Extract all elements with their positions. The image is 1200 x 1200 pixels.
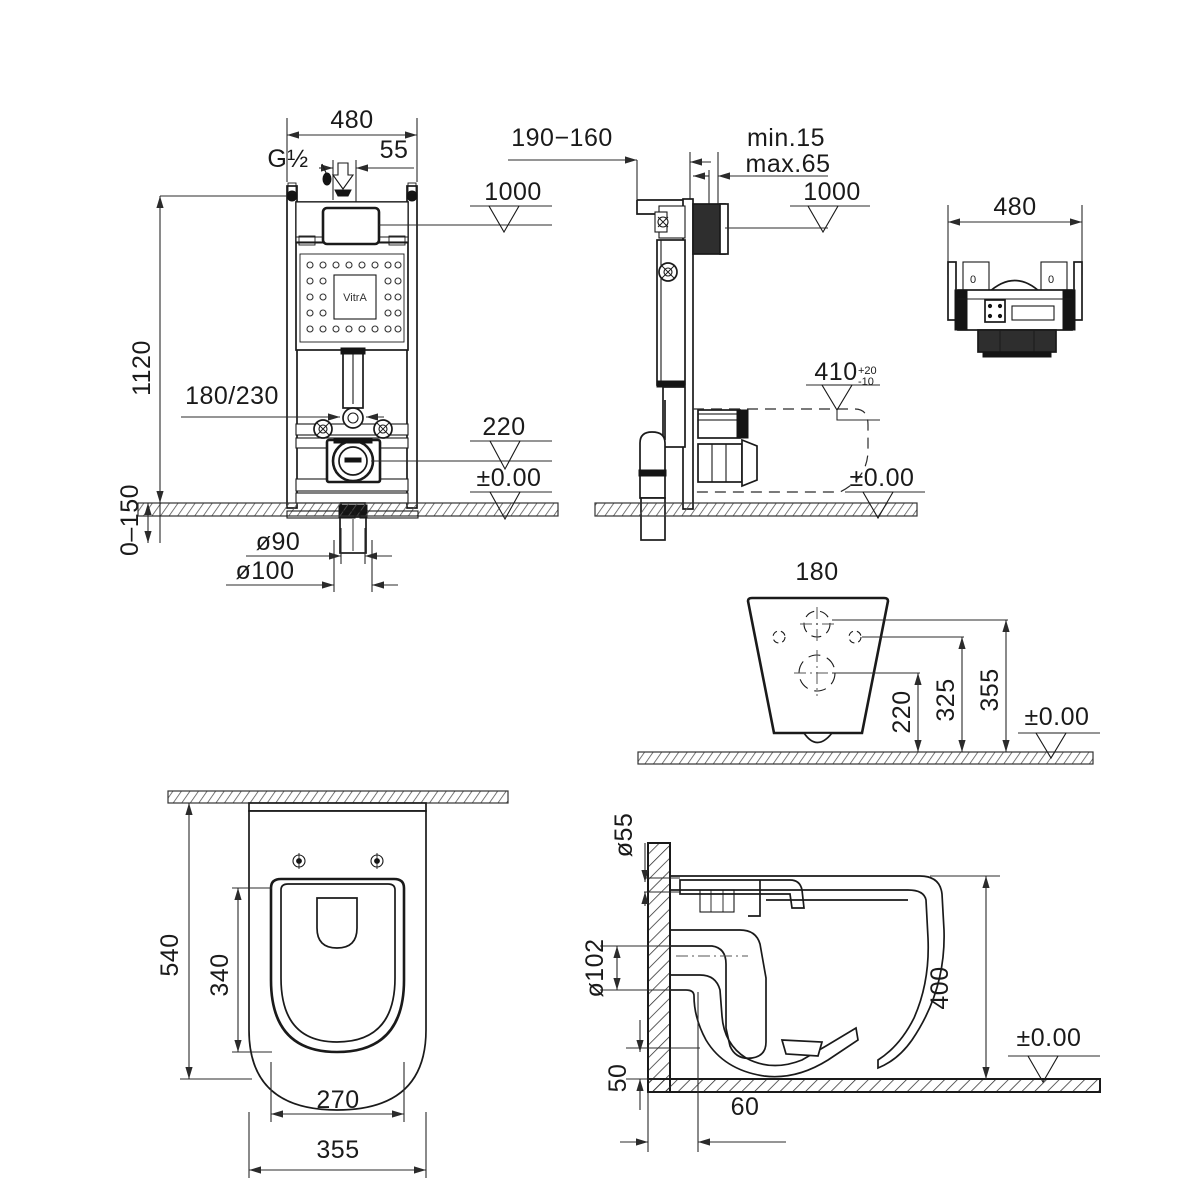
floor-slab-view4: [637, 751, 1094, 765]
dim-wc-fixing-355: [832, 619, 1010, 752]
flush-pipe: [340, 347, 366, 409]
cistern-brand-label: VitrA: [343, 292, 367, 304]
level-symbol-1000-view2: [790, 205, 870, 234]
label-level-zero-view6: ±0.00: [1017, 1024, 1082, 1052]
level-symbol-zero-view1: [470, 491, 552, 521]
label-top-width: 480: [993, 193, 1036, 221]
label-wc-fixing-355: 355: [976, 668, 1004, 711]
label-outlet-bottom-50: 50: [604, 1064, 632, 1093]
label-level-1000-view2: 1000: [803, 178, 861, 206]
label-level-zero-view2: ±0.00: [850, 464, 915, 492]
label-bowl-height-400: 400: [926, 966, 954, 1009]
label-plate-offset: 55: [380, 136, 409, 164]
dim-wc-inlet-325: [862, 636, 966, 752]
label-wc-width-355: 355: [316, 1136, 359, 1164]
dim-outlet-100: [226, 540, 398, 592]
label-level-410-tol-plus: +20: [858, 365, 877, 377]
level-symbol-220: [371, 440, 552, 471]
label-frame-width: 480: [330, 106, 373, 134]
dim-floor-adjust-0-150: [140, 503, 170, 543]
label-depth-range: 190−160: [511, 124, 613, 152]
label-frame-height: 1120: [128, 340, 156, 396]
dim-outlet-90: [246, 528, 392, 564]
label-level-zero-view1: ±0.00: [477, 464, 542, 492]
dim-fixing-offset-60: [620, 992, 786, 1152]
wc-outline-dashed: [693, 408, 869, 493]
view-top-frame: 0 0: [947, 205, 1083, 358]
water-inlet-symbol: [321, 162, 355, 197]
view-wc-plan: [167, 790, 509, 1178]
label-level-1000-view1: 1000: [484, 178, 542, 206]
label-level-zero-view4: ±0.00: [1025, 703, 1090, 731]
label-outlet-90: ø90: [256, 528, 301, 556]
label-wc-length-540: 540: [156, 933, 184, 976]
cistern-perforations: [306, 261, 402, 333]
side-frame-profile: [636, 198, 828, 541]
dim-bowl-height-400: [930, 875, 1000, 1079]
floor-slab-view2: [594, 502, 918, 517]
label-wc-outlet-220: 220: [888, 690, 916, 733]
label-seat-length-340: 340: [206, 953, 234, 996]
label-level-410: 410: [814, 358, 857, 386]
dim-seat-width-270: [270, 1062, 405, 1122]
cistern-body: VitrA: [295, 201, 409, 351]
section-wall: [647, 842, 1101, 1093]
level-symbol-zero-view6: [1008, 1055, 1100, 1084]
wc-fixing-bolts: [313, 419, 393, 439]
level-symbol-zero-view4: [1018, 732, 1100, 760]
view-side-frame: [508, 152, 925, 541]
section-bowl: [669, 875, 945, 1078]
dim-wc-outlet-220: [832, 672, 922, 752]
level-symbol-410: [806, 384, 880, 421]
label-fixing-offset-60: 60: [731, 1093, 760, 1121]
label-wc-inlet-325: 325: [932, 678, 960, 721]
label-level-410-tol-minus: -10: [858, 376, 874, 388]
label-inlet-55: ø55: [610, 813, 638, 858]
dim-wc-width-355: [248, 1112, 427, 1178]
plan-fixing-holes: [292, 853, 384, 869]
floor-slab-view1: [137, 502, 559, 519]
outlet-connector: [325, 407, 382, 484]
view-wc-front: [637, 596, 1100, 765]
level-symbol-zero-view2: [845, 491, 925, 520]
label-wc-fixing-180: 180: [795, 558, 838, 586]
level-symbol-1000-view1: [379, 205, 552, 234]
label-wall-max: max.65: [746, 150, 831, 178]
dim-outlet-bottom-50: [626, 1020, 700, 1110]
dim-frame-width-480: [286, 118, 418, 182]
wc-bowl-front: [746, 596, 890, 744]
dim-outlet-102: [600, 945, 690, 991]
dim-seat-length-340: [232, 887, 272, 1053]
label-level-220: 220: [482, 413, 525, 441]
label-wall-min: min.15: [747, 124, 825, 152]
view-front-frame: VitrA: [137, 118, 559, 592]
svg-text:0: 0: [1048, 274, 1054, 286]
wc-plan-outline: [248, 802, 427, 1111]
wall-slab-plan: [167, 790, 509, 804]
label-seat-width-270: 270: [316, 1086, 359, 1114]
label-outlet-102: ø102: [581, 939, 609, 998]
dim-inlet-55: [641, 843, 680, 906]
dim-wc-length-540: [180, 803, 252, 1080]
dim-frame-height-1120: [156, 195, 287, 503]
label-floor-adjust: 0–150: [116, 484, 144, 556]
top-frame-geometry: 0 0: [947, 261, 1083, 358]
svg-text:0: 0: [970, 274, 976, 286]
label-water-inlet: G½: [267, 145, 308, 173]
label-outlet-100: ø100: [236, 557, 295, 585]
view-wc-section: [600, 842, 1101, 1152]
label-fixing-centres-frame: 180/230: [185, 382, 279, 410]
